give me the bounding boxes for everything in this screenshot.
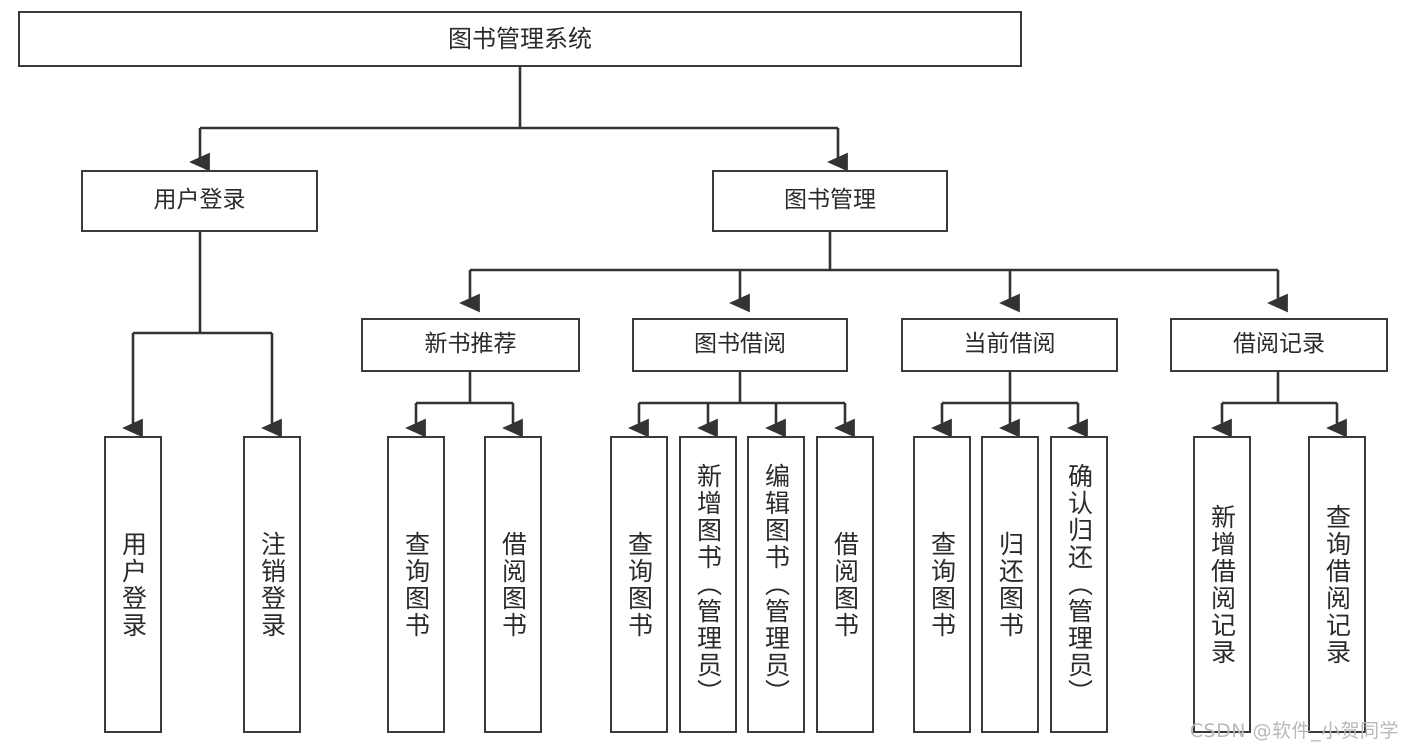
node-book-management[interactable]: 图书管理	[712, 170, 948, 232]
node-label: 图书管理	[784, 187, 876, 214]
leaf-borrow-book[interactable]: 借阅图书	[816, 436, 874, 733]
node-label: 借阅图书	[830, 530, 860, 639]
node-label: 编辑图书（管理员）	[761, 463, 791, 706]
node-label: 用户登录	[118, 530, 148, 639]
leaf-query-book-current[interactable]: 查询图书	[913, 436, 971, 733]
node-label: 用户登录	[153, 187, 246, 214]
node-label: 查询图书	[401, 530, 431, 639]
node-label: 借阅图书	[498, 530, 528, 639]
leaf-add-book-admin[interactable]: 新增图书（管理员）	[679, 436, 737, 733]
node-new-book-recommend[interactable]: 新书推荐	[361, 318, 580, 372]
node-label: 当前借阅	[963, 331, 1056, 358]
node-label: 新增图书（管理员）	[693, 463, 723, 706]
node-label: 图书借阅	[694, 331, 786, 358]
leaf-query-book-borrow[interactable]: 查询图书	[610, 436, 668, 733]
node-label: 新书推荐	[424, 331, 517, 358]
node-current-borrow[interactable]: 当前借阅	[901, 318, 1118, 372]
leaf-edit-book-admin[interactable]: 编辑图书（管理员）	[747, 436, 805, 733]
node-book-borrow[interactable]: 图书借阅	[632, 318, 848, 372]
node-label: 查询图书	[624, 530, 654, 639]
leaf-query-borrow-record[interactable]: 查询借阅记录	[1308, 436, 1366, 733]
leaf-logout[interactable]: 注销登录	[243, 436, 301, 733]
leaf-borrow-book-recommend[interactable]: 借阅图书	[484, 436, 542, 733]
leaf-user-login[interactable]: 用户登录	[104, 436, 162, 733]
watermark-text: CSDN @软件_小贺同学	[1189, 720, 1399, 742]
node-label: 查询图书	[927, 530, 957, 639]
leaf-return-book[interactable]: 归还图书	[981, 436, 1039, 733]
node-label: 新增借阅记录	[1207, 503, 1237, 666]
leaf-confirm-return-admin[interactable]: 确认归还（管理员）	[1050, 436, 1108, 733]
node-label: 借阅记录	[1233, 331, 1325, 358]
leaf-query-book-recommend[interactable]: 查询图书	[387, 436, 445, 733]
leaf-add-borrow-record[interactable]: 新增借阅记录	[1193, 436, 1251, 733]
node-user-login[interactable]: 用户登录	[81, 170, 318, 232]
node-label: 确认归还（管理员）	[1064, 463, 1094, 706]
node-label: 注销登录	[257, 530, 287, 639]
node-label: 查询借阅记录	[1322, 503, 1352, 666]
node-label: 归还图书	[995, 530, 1025, 639]
node-borrow-record[interactable]: 借阅记录	[1170, 318, 1388, 372]
node-root-book-management-system[interactable]: 图书管理系统	[18, 11, 1022, 67]
node-label: 图书管理系统	[448, 24, 592, 53]
